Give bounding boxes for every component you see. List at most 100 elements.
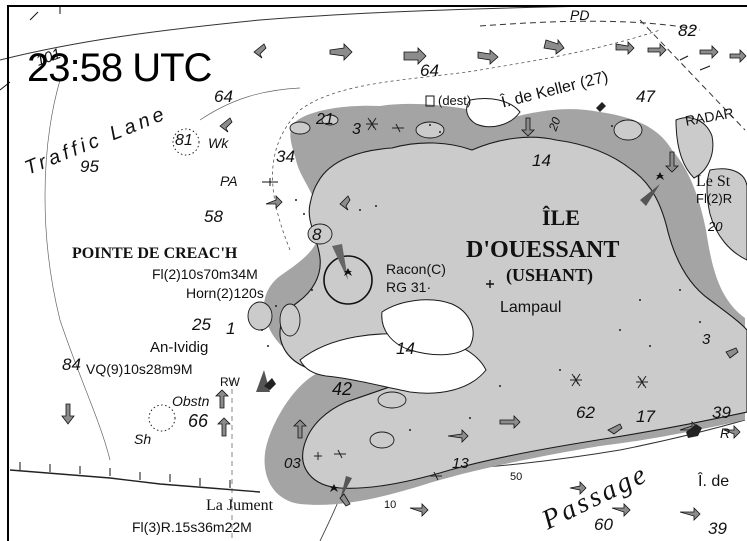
sounding: 20 bbox=[708, 219, 723, 234]
creach-light-char: Fl(2)10s70m34M bbox=[152, 266, 258, 282]
depth-contour-west bbox=[44, 79, 111, 461]
sounding: 8 bbox=[312, 225, 322, 244]
wreck-dotted-circle bbox=[172, 128, 200, 156]
sounding: 58 bbox=[204, 207, 223, 226]
tidal-arrow bbox=[607, 423, 623, 435]
wreck-label: Wk bbox=[208, 135, 229, 151]
tidal-arrow bbox=[217, 417, 231, 437]
tidal-arrow bbox=[647, 43, 667, 57]
shells-label: Sh bbox=[134, 431, 152, 447]
east-islet bbox=[675, 117, 714, 179]
church-symbol bbox=[486, 280, 494, 288]
island-name-ile: ÎLE bbox=[542, 205, 580, 230]
pd-label: PD bbox=[570, 7, 590, 23]
stiff-light-star bbox=[656, 172, 664, 180]
tidal-arrow bbox=[725, 347, 739, 359]
tidal-arrow bbox=[219, 117, 233, 133]
tidal-arrow bbox=[499, 415, 521, 429]
tidal-arrow bbox=[339, 195, 351, 211]
creach-horn-char: Horn(2)120s bbox=[186, 285, 264, 301]
rock-islet bbox=[415, 121, 445, 139]
sounding: 84 bbox=[62, 355, 81, 374]
pa-mark bbox=[262, 178, 278, 186]
tidal-arrow bbox=[699, 45, 719, 59]
traffic-separation-line bbox=[272, 29, 661, 251]
pointe-de-creach-label: POINTE DE CREAC'H bbox=[72, 245, 238, 262]
tidal-arrow bbox=[409, 503, 429, 517]
rock-islet bbox=[377, 391, 407, 409]
stiff-light-flare bbox=[640, 184, 660, 206]
rock-islet bbox=[613, 119, 643, 141]
racon-circle bbox=[323, 255, 373, 305]
obstruction-dotted-circle bbox=[148, 404, 176, 432]
rock-islet bbox=[247, 301, 273, 331]
rock-islet bbox=[321, 114, 339, 126]
depth-contour-north bbox=[199, 87, 301, 121]
rock-mark bbox=[686, 424, 702, 438]
r-label: R bbox=[720, 425, 731, 441]
an-ividig-label: An-Ividig bbox=[150, 339, 209, 356]
dest-label: (dest) bbox=[438, 93, 472, 108]
graticule-ticks bbox=[0, 6, 711, 488]
rock-islets bbox=[247, 114, 643, 449]
lighthouse-star bbox=[344, 268, 352, 276]
depth-contour-line bbox=[9, 469, 261, 493]
sounding: 34 bbox=[276, 147, 295, 166]
tidal-arrow bbox=[329, 43, 353, 61]
rock-islet bbox=[279, 303, 301, 337]
le-stiff-land bbox=[706, 168, 747, 261]
sounding: 25 bbox=[192, 315, 211, 334]
tidal-arrow bbox=[447, 429, 469, 443]
timestamp-label: 23:58 UTC bbox=[27, 46, 212, 90]
north-cove bbox=[466, 98, 521, 128]
rg-label: RG 31· bbox=[386, 279, 432, 295]
tidal-arrow bbox=[679, 507, 701, 521]
island-name-ushant: (USHANT) bbox=[506, 265, 594, 285]
sounding: 14 bbox=[396, 339, 415, 358]
sounding: 39 bbox=[712, 403, 731, 422]
tidal-arrow bbox=[215, 389, 229, 409]
traffic-lane-boundary bbox=[0, 5, 601, 61]
jument-flare bbox=[340, 476, 352, 500]
tidal-arrow bbox=[477, 49, 499, 65]
dark-marks bbox=[264, 102, 702, 438]
rock-islet bbox=[369, 431, 395, 449]
i-de-label: Î. de bbox=[698, 473, 730, 490]
sounding: 82 bbox=[678, 21, 697, 40]
sounding: 42 bbox=[332, 379, 353, 399]
jument-star bbox=[330, 484, 338, 492]
rock-islet bbox=[307, 223, 333, 245]
sounding: 95 bbox=[80, 157, 99, 176]
tidal-arrow bbox=[61, 403, 75, 425]
sounding: 62 bbox=[576, 403, 595, 422]
la-jument-label: La Jument bbox=[206, 497, 274, 514]
sounding: 17 bbox=[636, 407, 655, 426]
creach-lighthouse bbox=[323, 244, 373, 305]
sounding: 66 bbox=[188, 411, 209, 431]
sounding: 64 bbox=[420, 61, 439, 80]
tidal-arrow bbox=[543, 38, 565, 55]
tidal-arrow bbox=[615, 41, 635, 55]
sounding: 13 bbox=[452, 455, 469, 472]
tidal-arrow bbox=[265, 195, 283, 209]
radar-boundary bbox=[639, 19, 746, 131]
an-ividig-light-char: VQ(9)10s28m9M bbox=[86, 361, 193, 377]
tidal-arrow bbox=[611, 503, 631, 517]
sounding: 3 bbox=[352, 121, 361, 138]
sounding: 14 bbox=[532, 151, 551, 170]
tidal-arrow bbox=[253, 43, 267, 59]
sounding: 64 bbox=[214, 87, 233, 106]
tidal-arrow bbox=[665, 151, 679, 173]
island-name-ouessant: D'OUESSANT bbox=[466, 237, 620, 263]
obstruction-label: Obstn bbox=[172, 393, 210, 409]
stiff-light-char: Fl(2)R bbox=[696, 191, 733, 206]
sounding: 21 bbox=[316, 111, 334, 128]
rock-mark bbox=[264, 378, 276, 390]
sounding: 39 bbox=[708, 519, 727, 538]
wreck-mark bbox=[596, 102, 606, 112]
depth-contour-label: 10 bbox=[384, 499, 397, 511]
tidal-arrow bbox=[729, 49, 747, 63]
sounding: 3 bbox=[702, 331, 711, 348]
